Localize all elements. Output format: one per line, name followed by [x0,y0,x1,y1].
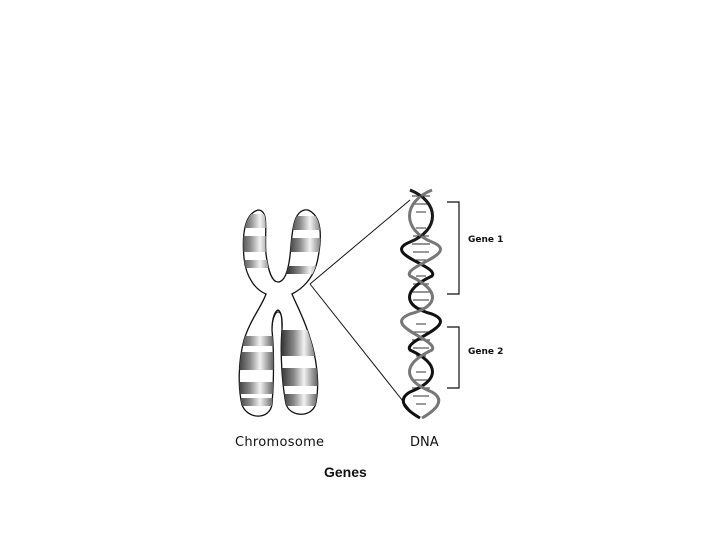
chromosome-label: Chromosome [235,435,324,450]
gene-2-label: Gene 2 [468,347,503,357]
gene-1-bracket [447,202,459,294]
chromosome-illustration [236,210,326,416]
dna-double-helix-illustration [402,190,441,418]
zoom-line-upper [310,200,410,284]
zoom-line-lower [310,284,410,410]
gene-2-bracket [447,327,459,388]
diagram-title: Genes [324,464,367,480]
gene-1-label: Gene 1 [468,235,503,245]
dna-label: DNA [410,435,439,450]
